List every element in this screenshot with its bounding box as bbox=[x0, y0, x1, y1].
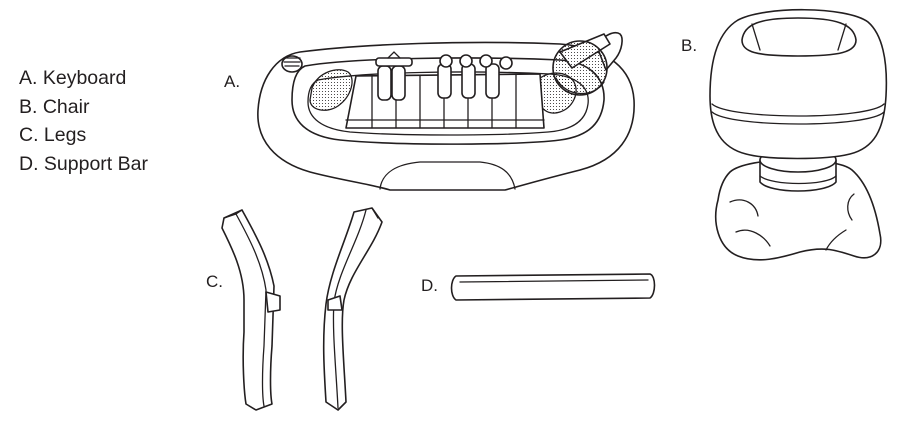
legend-item-support-bar: D. Support Bar bbox=[19, 152, 148, 175]
legend-item-legs: C. Legs bbox=[19, 124, 87, 146]
chair-drawing bbox=[709, 8, 888, 261]
callout-chair: B. bbox=[681, 36, 698, 55]
callout-legs: C. bbox=[206, 272, 223, 291]
legs-drawing bbox=[221, 207, 383, 411]
callout-support-bar: D. bbox=[421, 276, 438, 295]
legend-item-keyboard: A. Keyboard bbox=[19, 67, 127, 89]
keyboard-drawing bbox=[257, 31, 635, 191]
legend-item-chair: B. Chair bbox=[19, 95, 90, 118]
support-bar-drawing bbox=[450, 273, 656, 301]
callout-keyboard: A. bbox=[224, 72, 241, 91]
parts-legend: A. Keyboard B. Chair C. Legs D. Support … bbox=[19, 64, 148, 178]
